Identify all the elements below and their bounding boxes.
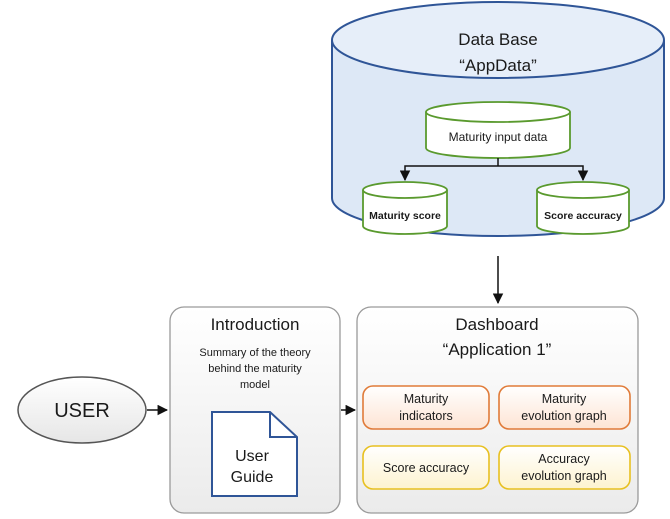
introduction-panel: Introduction Summary of the theory behin… bbox=[169, 306, 341, 514]
card-label: Maturity bbox=[404, 392, 449, 406]
user-node: USER bbox=[17, 376, 147, 444]
card-accuracy-evolution-graph: Accuracy evolution graph bbox=[498, 445, 631, 490]
dashboard-app-name: “Application 1” bbox=[443, 340, 552, 359]
card-score-accuracy: Score accuracy bbox=[362, 445, 490, 490]
card-label: indicators bbox=[399, 409, 453, 423]
cylinder-label: Score accuracy bbox=[544, 210, 622, 222]
dashboard-panel: Dashboard “Application 1” Maturity indic… bbox=[356, 306, 639, 514]
user-label: USER bbox=[54, 400, 110, 422]
introduction-title: Introduction bbox=[211, 315, 300, 334]
document-icon: User Guide bbox=[211, 411, 298, 497]
dashboard-title: Dashboard bbox=[455, 315, 538, 334]
user-guide-label: User bbox=[235, 448, 269, 465]
card-maturity-evolution-graph: Maturity evolution graph bbox=[498, 385, 631, 430]
database-name: “AppData” bbox=[459, 56, 537, 75]
db-branch-connectors bbox=[399, 158, 589, 182]
cylinder-maturity-input-data: Maturity input data bbox=[425, 101, 571, 159]
cylinder-label: Maturity input data bbox=[449, 130, 548, 144]
cylinder-maturity-score: Maturity score bbox=[362, 181, 448, 235]
user-guide-label: Guide bbox=[231, 469, 274, 486]
database-title: Data Base bbox=[458, 30, 537, 49]
card-label: Score accuracy bbox=[383, 461, 470, 475]
card-maturity-indicators: Maturity indicators bbox=[362, 385, 490, 430]
cylinder-label: Maturity score bbox=[369, 210, 441, 222]
introduction-summary-line: Summary of the theory bbox=[199, 347, 311, 359]
card-label: evolution graph bbox=[521, 469, 607, 483]
card-label: Accuracy bbox=[538, 452, 590, 466]
card-label: evolution graph bbox=[521, 409, 607, 423]
cylinder-score-accuracy: Score accuracy bbox=[536, 181, 630, 235]
card-label: Maturity bbox=[542, 392, 587, 406]
introduction-summary-line: model bbox=[240, 379, 270, 391]
introduction-summary-line: behind the maturity bbox=[208, 363, 302, 375]
